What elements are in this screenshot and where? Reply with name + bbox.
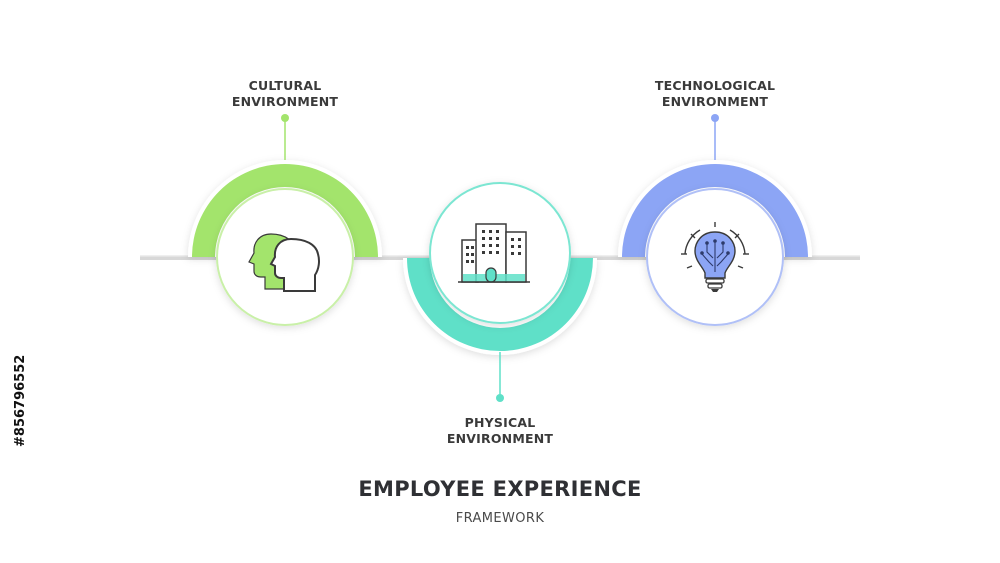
node-cultural [188, 114, 382, 326]
label-physical-line-2: ENVIRONMENT [446, 431, 554, 446]
label-physical-line-1: PHYSICAL [464, 415, 536, 430]
diagram-title: EMPLOYEE EXPERIENCE [358, 477, 642, 501]
head-profile-icon [248, 233, 320, 292]
node-physical [403, 182, 597, 402]
label-technological: TECHNOLOGICAL ENVIRONMENT [600, 78, 830, 110]
label-cultural-line-2: ENVIRONMENT [231, 94, 339, 109]
physical-arc [407, 258, 593, 351]
cultural-arc [192, 164, 378, 257]
office-buildings-icon [458, 223, 530, 283]
lightbulb-circuit-icon [681, 222, 749, 292]
technological-connector-dot [711, 114, 719, 122]
cultural-connector-dot [281, 114, 289, 122]
label-cultural: CULTURAL ENVIRONMENT [185, 78, 385, 110]
technological-arc [622, 164, 808, 257]
diagram-subtitle: FRAMEWORK [455, 511, 545, 526]
label-technological-line-2: ENVIRONMENT [661, 94, 769, 109]
node-technological [618, 114, 812, 326]
stock-id-label: #856796552 [13, 354, 28, 447]
label-technological-line-1: TECHNOLOGICAL [654, 78, 776, 93]
label-cultural-line-1: CULTURAL [248, 78, 322, 93]
label-physical: PHYSICAL ENVIRONMENT [400, 415, 600, 447]
physical-connector-dot [496, 394, 504, 402]
